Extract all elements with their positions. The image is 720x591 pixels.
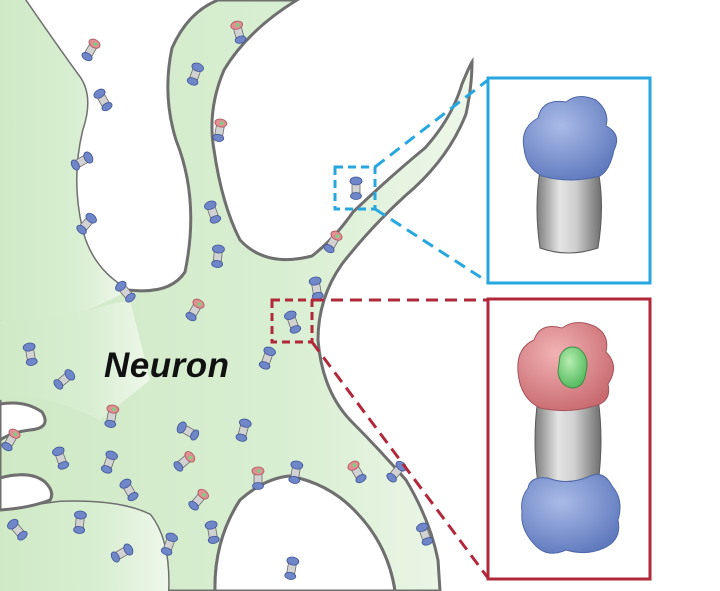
gap-left-upper <box>0 0 128 321</box>
molecule-glyph <box>185 298 205 322</box>
red-zoom-box <box>270 298 314 344</box>
red-structure <box>517 322 621 554</box>
molecule-glyph <box>308 276 324 300</box>
grey-core-domain <box>536 169 602 254</box>
blue-bottom-domain <box>521 473 621 554</box>
molecule-glyph <box>176 421 200 441</box>
molecule-glyph <box>284 556 300 580</box>
molecule-glyph <box>288 460 304 484</box>
molecule-glyph <box>204 200 222 224</box>
molecule-glyph <box>416 522 434 546</box>
molecule-glyph <box>119 478 139 502</box>
molecule-glyph <box>251 466 265 490</box>
neuron-cell <box>0 0 474 591</box>
green-site <box>557 346 588 389</box>
molecule-glyph <box>186 62 204 86</box>
blue-structure <box>522 96 618 254</box>
molecule-glyph <box>212 118 228 142</box>
grey-core-domain <box>534 397 602 489</box>
molecule-glyph <box>70 151 94 171</box>
molecule-glyph <box>1 428 21 452</box>
gap-bottom-left <box>0 501 169 591</box>
molecule-field <box>1 20 434 580</box>
molecule-glyph <box>211 244 225 268</box>
molecule-glyph <box>22 342 38 366</box>
molecule-glyph <box>52 446 70 470</box>
neuron-label: Neuron <box>104 346 230 385</box>
molecule-glyph <box>386 460 407 483</box>
molecule-glyph <box>110 543 134 563</box>
molecule-glyph <box>230 20 247 44</box>
red-callout <box>270 297 652 581</box>
molecule-glyph <box>349 176 363 200</box>
molecule-glyph <box>93 88 113 112</box>
molecule-glyph <box>115 280 136 303</box>
molecule-glyph <box>323 230 343 254</box>
molecule-glyph <box>204 520 220 544</box>
molecule-glyph <box>188 488 209 511</box>
molecule-glyph <box>81 38 101 62</box>
gap-bottom-white <box>0 473 54 512</box>
molecule-glyph <box>173 451 196 472</box>
dendrite-left-lower <box>0 300 150 420</box>
molecule-glyph <box>347 460 367 484</box>
molecule-glyph <box>258 346 276 370</box>
molecule-glyph <box>73 510 87 534</box>
molecule-glyph <box>100 450 118 474</box>
blue-callout <box>333 76 652 285</box>
molecule-glyph <box>76 212 97 235</box>
gap-between-lower-dendrites <box>213 474 397 591</box>
blue-zoom-box <box>333 165 377 211</box>
molecule-glyph <box>284 310 302 334</box>
molecule-glyph <box>104 404 120 428</box>
molecule-glyph <box>160 532 178 556</box>
molecule-glyph <box>53 369 76 390</box>
red-connector-bottom <box>310 341 490 579</box>
molecule-glyph <box>7 518 28 541</box>
blue-top-domain <box>522 96 618 181</box>
blue-connector-bottom <box>374 207 489 284</box>
molecule-glyph <box>235 418 252 442</box>
blue-connector-top <box>374 78 489 169</box>
